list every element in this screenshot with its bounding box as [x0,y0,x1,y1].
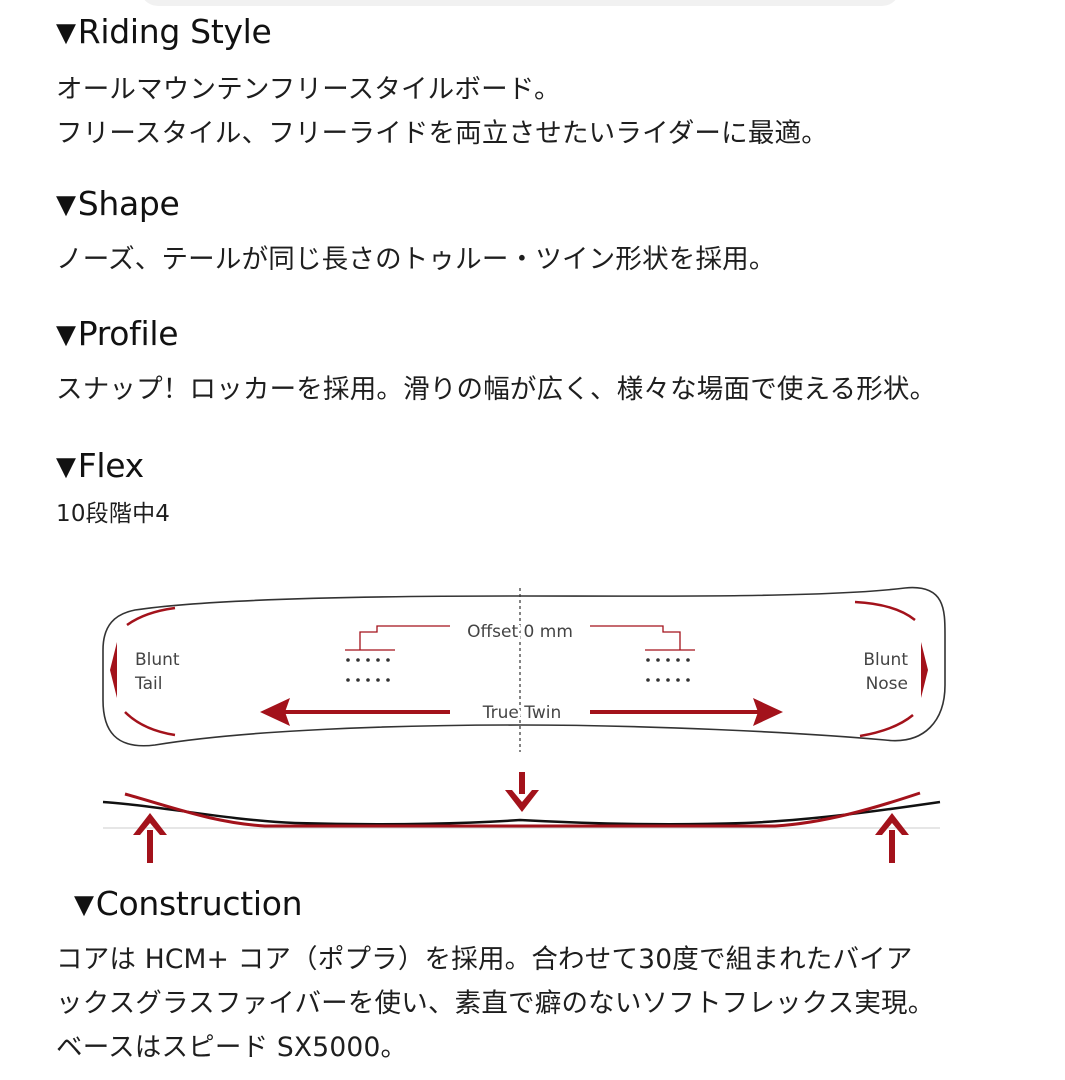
triangle-down-icon: ▼ [56,452,76,482]
offset-bracket-right [590,625,681,650]
tail-arc-bottom [124,711,176,737]
profile-line-1: スナップ！ロッカーを採用。滑りの幅が広く、様々な場面で使える形状。 [56,374,937,405]
board-diagram: Offset 0 mm Blunt Tail Blunt Nose True T… [102,586,946,863]
heading-text: Construction [95,884,303,923]
nose-arc-bottom [859,714,914,738]
triangle-down-icon: ▼ [74,890,94,920]
heading-text: Flex [77,446,145,485]
flex-line-1: 10段階中4 [56,501,171,527]
center-down-arrowhead [505,790,539,812]
profile-red-line [124,791,921,828]
nose-label-1: Blunt [863,650,908,670]
heading-text: Shape [77,184,180,223]
shape-line-1: ノーズ、テールが同じ長さのトゥルー・ツイン形状を採用。 [56,244,776,275]
heading-text: Riding Style [77,12,272,51]
twin-arrowhead-left [260,698,290,726]
construction-line-1: コアは HCM+ コア（ポプラ）を採用。合わせて30度で組まれたバイア [56,944,913,975]
offset-label: Offset 0 mm [467,622,573,642]
top-bar-remnant [140,0,900,6]
riding-style-line-2: フリースタイル、フリーライドを両立させたいライダーに最適。 [56,118,828,149]
heading-flex: ▼Flex [56,446,144,485]
heading-text: Profile [77,314,179,353]
tail-label-1: Blunt [135,650,180,670]
construction-line-3: ベースはスピード SX5000。 [56,1032,408,1063]
construction-line-2: ックスグラスファイバーを使い、素直で癖のないソフトフレックス実現。 [56,988,935,1019]
triangle-down-icon: ▼ [56,18,76,48]
nose-label-2: Nose [866,674,908,694]
tail-arc-top [126,606,176,627]
heading-riding-style: ▼Riding Style [56,12,272,51]
offset-bracket-left [359,625,450,650]
tail-inserts [346,658,390,682]
heading-construction: ▼Construction [74,884,303,923]
twin-arrowhead-right [753,698,783,726]
nose-inserts [646,658,690,682]
riding-style-line-1: オールマウンテンフリースタイルボード。 [56,74,561,105]
triangle-down-icon: ▼ [56,190,76,220]
nose-up-arrowhead [875,813,909,835]
tail-label-2: Tail [134,674,162,694]
tail-up-arrowhead [133,813,167,835]
tail-arrow-left [110,642,117,698]
nose-arrow-right [921,642,928,698]
profile-black-line [102,800,941,826]
nose-arc-top [854,600,916,621]
twin-label: True Twin [482,703,561,723]
heading-profile: ▼Profile [56,314,179,353]
triangle-down-icon: ▼ [56,320,76,350]
heading-shape: ▼Shape [56,184,180,223]
